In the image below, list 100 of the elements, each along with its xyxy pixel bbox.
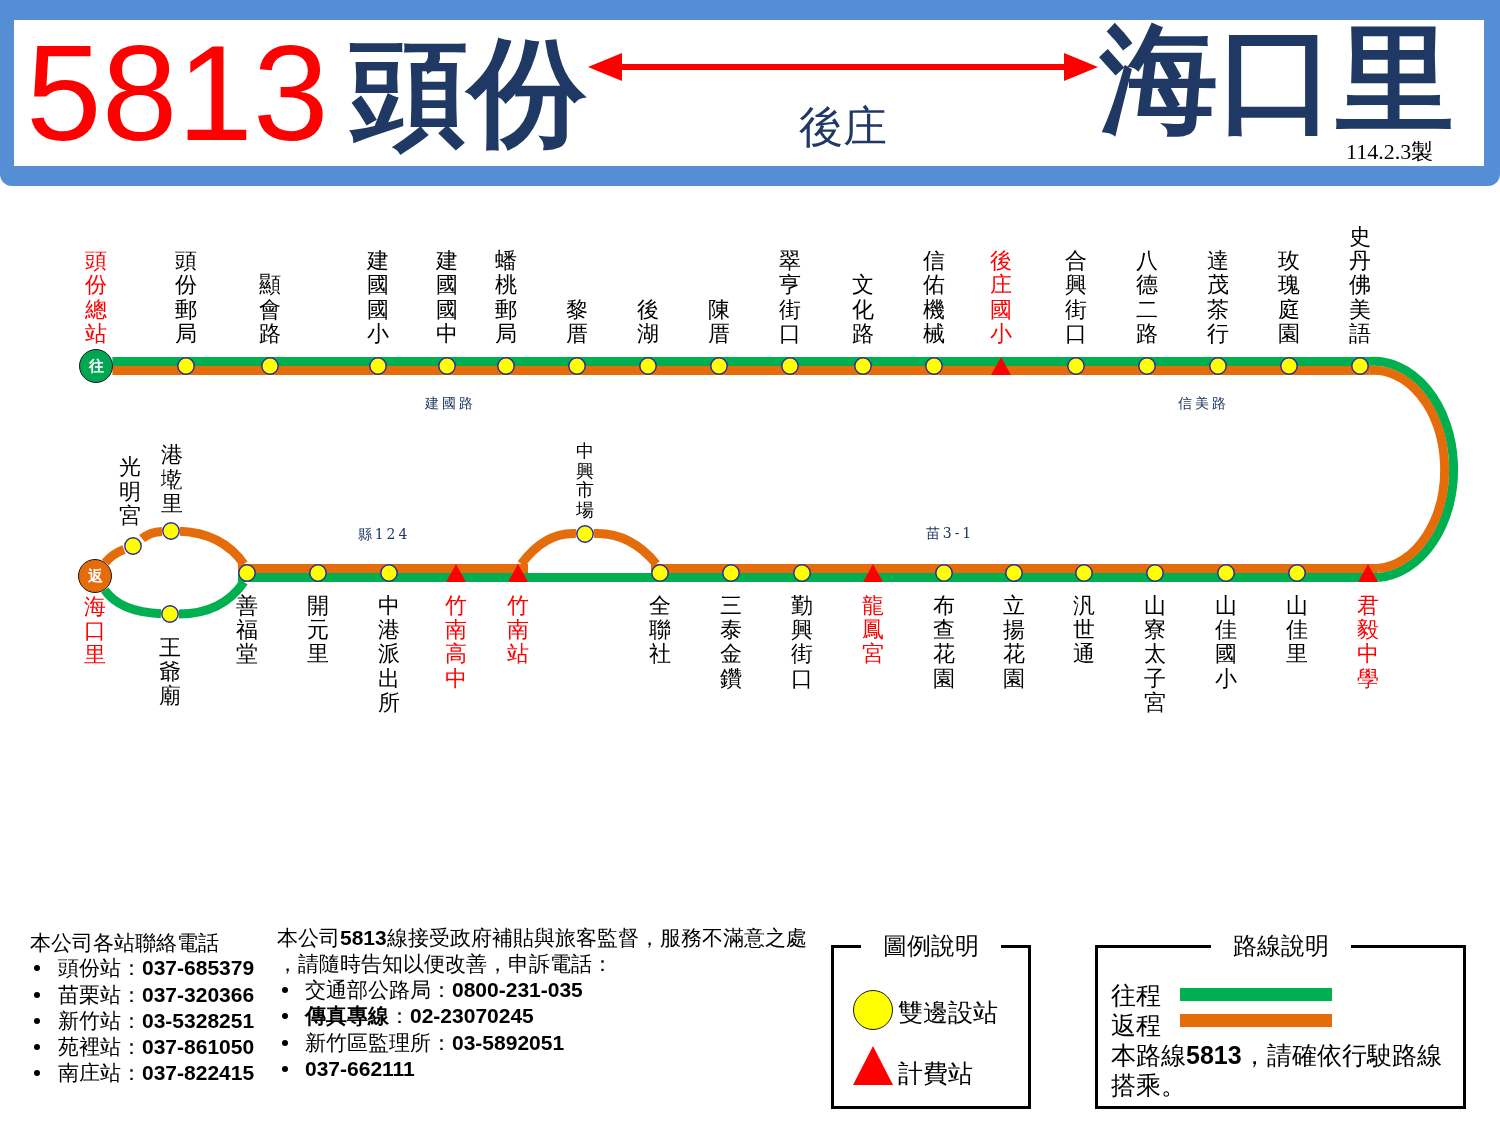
stop-marker <box>793 564 811 582</box>
road-name: 縣124 <box>357 525 411 543</box>
contact-heading: 本公司各站聯絡電話 <box>30 930 219 956</box>
route-line <box>387 366 438 375</box>
route-number: 5813 <box>26 25 329 161</box>
route-line <box>1093 573 1146 582</box>
route-line <box>1298 357 1351 366</box>
route-line <box>799 357 854 366</box>
route-line <box>740 564 793 573</box>
route-line <box>1156 366 1209 375</box>
stop-name: 王爺廟 <box>159 636 181 709</box>
route-note: 本路線5813，請確依行駛路線搭乘。 <box>1111 1040 1443 1101</box>
stop-name: 頭份總站 <box>85 249 107 346</box>
stop-marker <box>309 564 327 582</box>
contact-item: 交通部公路局：0800-231-035 <box>305 977 583 1003</box>
route-line <box>883 573 935 582</box>
route-line <box>1306 573 1358 582</box>
stop-name: 港墘里 <box>161 443 183 516</box>
route-line <box>179 526 248 567</box>
route-line <box>728 357 781 366</box>
contact-item: 頭份站：037-685379 <box>58 955 255 981</box>
route-line <box>398 573 446 582</box>
route-line <box>112 366 177 375</box>
stop-marker <box>162 522 180 540</box>
route-line <box>279 357 369 366</box>
stop-marker <box>1005 564 1023 582</box>
fare-stop-marker <box>863 564 883 582</box>
route-line <box>1085 366 1138 375</box>
fare-stop-marker <box>991 357 1011 375</box>
route-line <box>811 564 863 573</box>
stop-name: 竹南站 <box>507 594 529 667</box>
stop-marker <box>1217 564 1235 582</box>
route-line <box>953 564 1005 573</box>
route-line <box>799 366 854 375</box>
double-arrow <box>588 53 1098 81</box>
route-line <box>1369 366 1450 573</box>
route-line <box>1093 564 1146 573</box>
route-line <box>398 564 446 573</box>
contact-item: 苑裡站：037-861050 <box>58 1034 255 1060</box>
route-line <box>256 573 309 582</box>
stop-marker <box>238 564 256 582</box>
route-line <box>883 564 935 573</box>
stop-name: 布查花園 <box>933 594 955 691</box>
stop-marker <box>1075 564 1093 582</box>
stop-marker <box>438 357 456 375</box>
route-line <box>1298 366 1351 375</box>
route-line <box>669 564 722 573</box>
route-line <box>1227 357 1280 366</box>
contact-item: 037-662111 <box>305 1056 415 1082</box>
contact-item: 新竹區監理所：03-5892051 <box>305 1030 565 1056</box>
stop-marker <box>177 357 195 375</box>
panel-title: 圖例說明 <box>861 931 1001 961</box>
stop-name: 竹南高中 <box>445 594 467 691</box>
route-line <box>466 564 508 573</box>
fare-stop-marker <box>446 564 466 582</box>
legend-text: 返程 <box>1111 1011 1161 1041</box>
stop-name: 達茂茶行 <box>1207 249 1229 346</box>
stop-name: 立揚花園 <box>1003 594 1025 691</box>
stop-marker <box>722 564 740 582</box>
contact-item: 新竹站：03-5328251 <box>58 1008 255 1034</box>
route-line <box>112 357 177 366</box>
stop-marker <box>639 357 657 375</box>
stop-marker <box>1280 357 1298 375</box>
stop-marker <box>124 537 142 555</box>
contact-item: 南庄站：037-822415 <box>58 1060 255 1086</box>
stop-marker <box>380 564 398 582</box>
route-line <box>586 357 639 366</box>
route-line <box>256 564 309 573</box>
route-line <box>466 573 508 582</box>
fare-stop-marker <box>508 564 528 582</box>
route-line <box>593 529 660 567</box>
stop-name: 顯會路 <box>259 273 281 346</box>
route-line <box>943 357 991 366</box>
stop-marker <box>1351 357 1369 375</box>
route-line <box>1085 357 1138 366</box>
contact-item: 苗栗站：037-320366 <box>58 982 255 1008</box>
stop-name: 八德二路 <box>1136 249 1158 346</box>
route-line <box>1235 573 1288 582</box>
stop-name: 黎厝 <box>566 297 588 346</box>
route-line <box>728 366 781 375</box>
stop-marker <box>369 357 387 375</box>
route-line <box>669 573 722 582</box>
route-line <box>1011 357 1067 366</box>
route-line <box>327 573 380 582</box>
route-line <box>657 357 710 366</box>
stop-marker <box>710 357 728 375</box>
stop-marker <box>576 525 594 543</box>
road-name: 信美路 <box>1177 394 1229 412</box>
route-line <box>1023 564 1075 573</box>
stop-name: 後庄國小 <box>990 249 1012 346</box>
route-line <box>1235 564 1288 573</box>
stop-name: 文化路 <box>852 273 874 346</box>
stop-name: 建國國小 <box>367 249 389 346</box>
road-name: 建國路 <box>424 394 476 412</box>
stop-name: 蟠桃郵局 <box>495 249 517 346</box>
stop-name: 汎世通 <box>1073 594 1095 667</box>
stop-marker <box>1067 357 1085 375</box>
stop-marker <box>935 564 953 582</box>
route-line <box>1023 573 1075 582</box>
route-line <box>101 587 162 619</box>
